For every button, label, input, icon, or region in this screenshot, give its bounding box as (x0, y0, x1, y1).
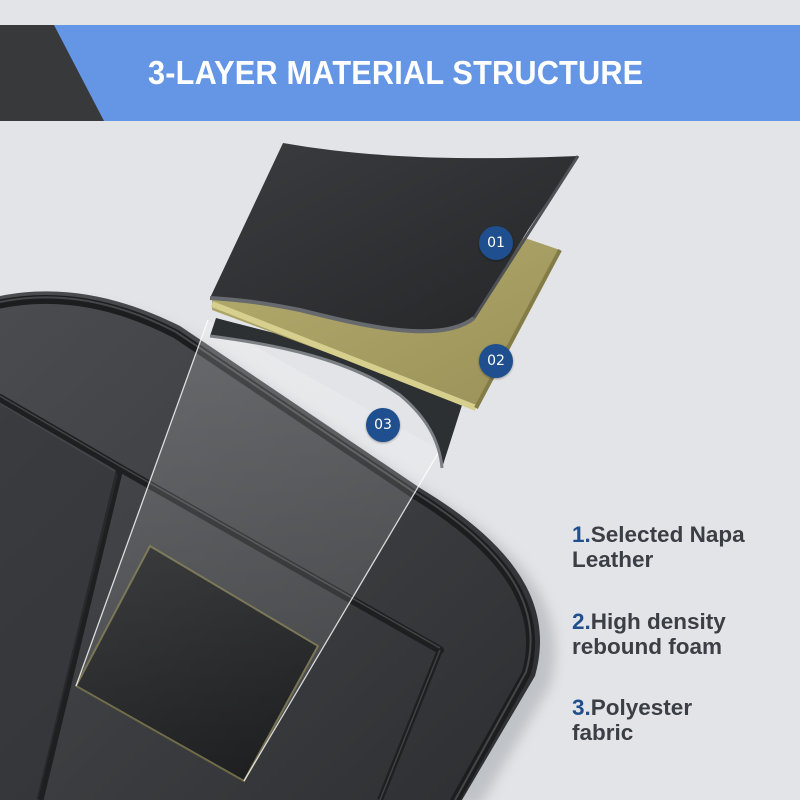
feature-item-3: 3.Polyester fabric (572, 695, 692, 745)
title-banner (0, 25, 800, 121)
layer-leather (210, 143, 578, 332)
feature-text: Selected Napa (590, 522, 745, 547)
feature-text-line2: Leather (572, 547, 654, 572)
feature-item-1: 1.Selected Napa Leather (572, 522, 745, 572)
layer-badge-02: 02 (479, 344, 513, 378)
layer-badge-03: 03 (366, 408, 400, 442)
feature-text-line2: fabric (572, 720, 634, 745)
feature-number: 3. (572, 695, 591, 720)
feature-text-line2: rebound foam (572, 634, 722, 659)
page-title: 3-LAYER MATERIAL STRUCTURE (148, 54, 644, 91)
layer-badge-01: 01 (479, 226, 513, 260)
feature-number: 1. (572, 522, 591, 547)
feature-text: Polyester (590, 695, 693, 720)
feature-text: High density (590, 609, 726, 634)
banner-dark-accent (0, 25, 104, 121)
layer-fabric (210, 318, 470, 468)
feature-item-2: 2.High density rebound foam (572, 609, 726, 659)
feature-number: 2. (572, 609, 591, 634)
